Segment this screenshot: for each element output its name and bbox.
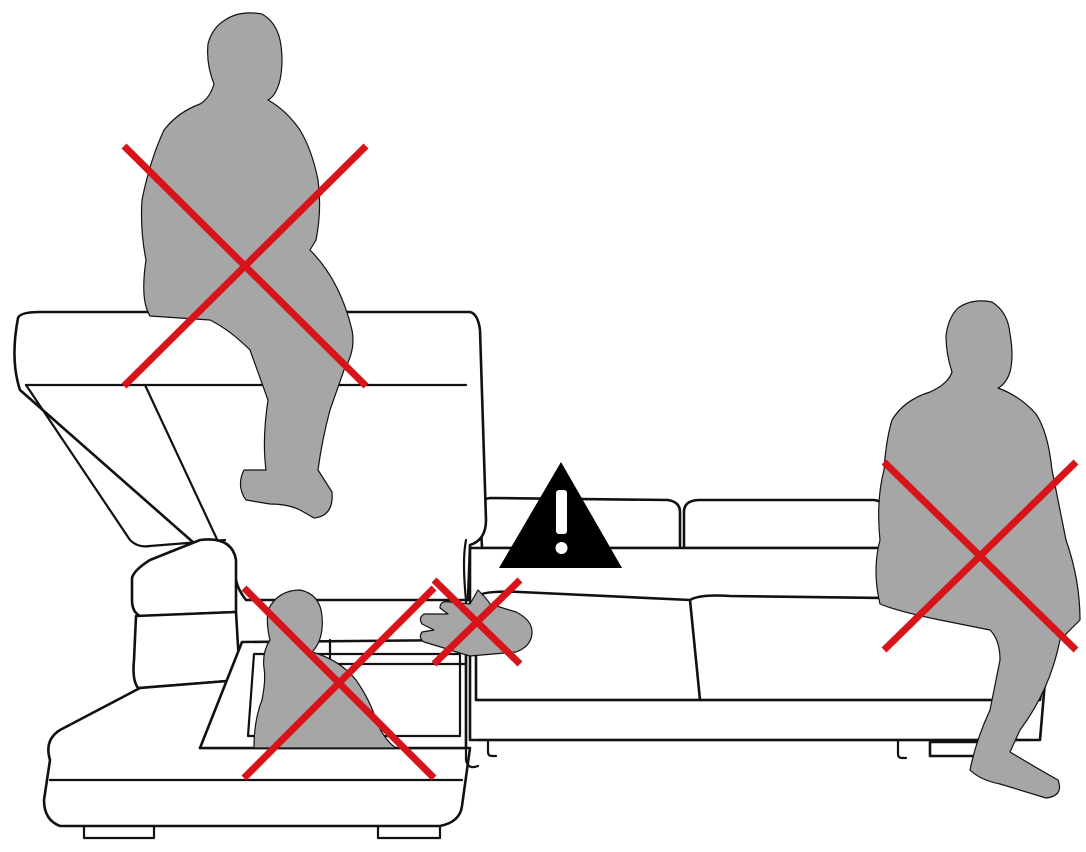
raised-storage-lid bbox=[14, 312, 486, 600]
sofa-backrest-cushion bbox=[684, 500, 888, 548]
chaise-armrest bbox=[132, 539, 236, 616]
chaise-armrest-base bbox=[134, 612, 241, 688]
